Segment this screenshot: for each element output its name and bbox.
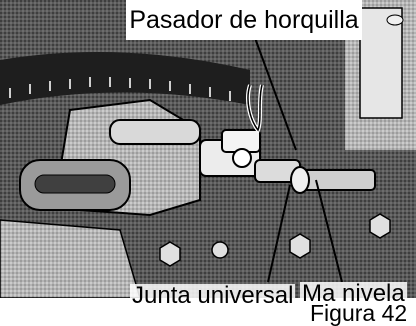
leader-lines [254, 37, 343, 283]
figure-caption: Figura 42 [310, 300, 408, 326]
engine-block-lower [0, 219, 141, 298]
leader-line-junta [267, 184, 291, 283]
drive-shaft [109, 119, 201, 145]
leader-line-hairpin [254, 37, 297, 151]
flywheel-gear [0, 52, 250, 105]
plate-slot [34, 174, 116, 194]
gear-teeth [9, 77, 231, 101]
universal-joint-label: Junta universal [130, 282, 296, 309]
hairpin-pin-label: Pasador de horquilla [126, 0, 362, 40]
engine-linkage-photo [0, 0, 416, 298]
cylinder-block [359, 7, 403, 119]
bolt-head [386, 14, 404, 26]
bolts [159, 213, 391, 267]
crank-rod [290, 166, 376, 194]
leader-line-manivela [315, 179, 343, 283]
